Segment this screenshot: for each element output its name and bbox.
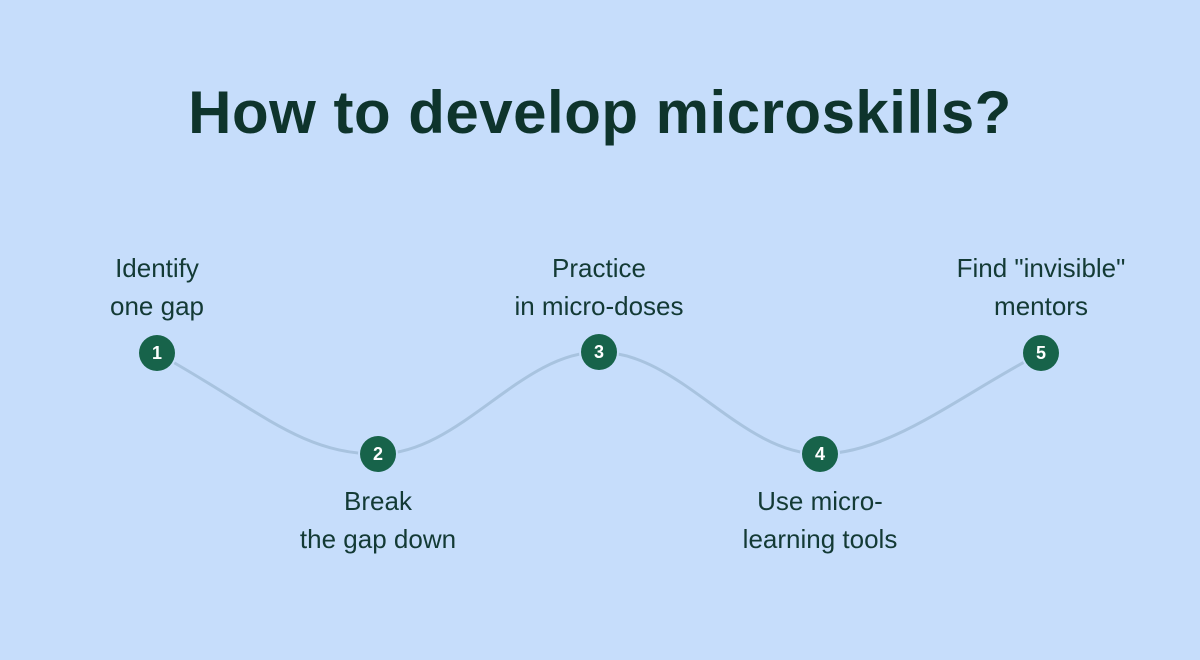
step-5-marker: 5 xyxy=(1023,335,1059,371)
step-2-label-line-2: the gap down xyxy=(299,524,457,554)
step-3-marker: 3 xyxy=(581,334,617,370)
step-3-label: Practice in micro-doses xyxy=(449,249,749,325)
step-5-label-line-2: mentors xyxy=(994,291,1088,321)
step-1-label-line-1: Identify xyxy=(115,253,199,283)
step-1-marker: 1 xyxy=(139,335,175,371)
step-2-marker: 2 xyxy=(360,436,396,472)
step-4-label-line-1: Use micro- xyxy=(757,486,883,516)
step-2-label: Break the gap down xyxy=(228,482,528,558)
step-4-label: Use micro- learning tools xyxy=(670,482,970,558)
step-1-label-line-2: one gap xyxy=(110,291,204,321)
step-4-marker: 4 xyxy=(802,436,838,472)
step-5-label-line-1: Find "invisible" xyxy=(956,253,1126,283)
step-2-label-line-1: Break xyxy=(344,486,412,516)
step-5-label: Find "invisible" mentors xyxy=(891,249,1191,325)
step-3-label-line-2: in micro-doses xyxy=(514,291,684,321)
step-3-label-line-1: Practice xyxy=(552,253,646,283)
step-1-label: Identify one gap xyxy=(7,249,307,325)
step-4-label-line-2: learning tools xyxy=(742,524,898,554)
page-title: How to develop microskills? xyxy=(188,79,1012,146)
